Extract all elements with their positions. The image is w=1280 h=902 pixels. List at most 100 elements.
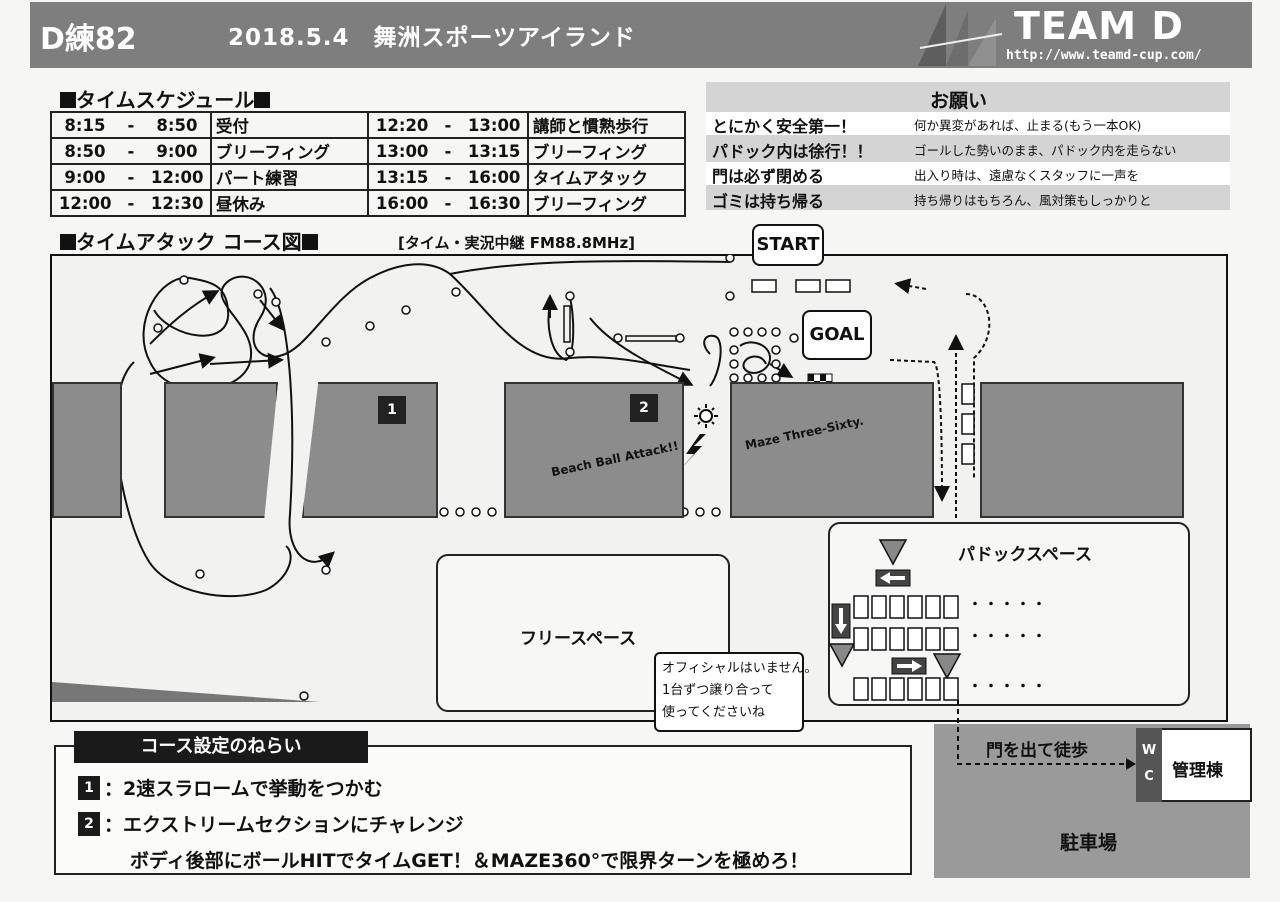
wc-icon: W C	[1136, 728, 1162, 802]
official-note-bubble: オフィシャルはいません。 1台ずつ譲り合って 使ってくださいね	[654, 652, 818, 732]
requests-title: お願い	[930, 90, 988, 112]
time-value: 12:00	[150, 167, 204, 187]
time-separator: -	[444, 167, 452, 187]
time-separator: -	[127, 141, 135, 161]
schedule-title: タイムスケジュール	[60, 84, 271, 113]
paddock-dots: ・・・・・	[968, 597, 1048, 613]
time-value: 9:00	[64, 167, 106, 187]
time-separator: -	[127, 193, 135, 213]
paddock-dots: ・・・・・	[968, 679, 1048, 695]
aims-title: コース設定のねらい	[74, 731, 368, 763]
wc-letter: W	[1141, 743, 1157, 758]
schedule-time: 8:15 - 8:50	[50, 111, 212, 139]
request-heading: パドック内は徐行！！	[712, 142, 873, 161]
time-value: 13:15	[375, 167, 429, 187]
schedule-time: 13:00-13:15	[366, 137, 529, 165]
course-block-1	[302, 382, 438, 518]
schedule-time: 9:00 -12:00	[50, 163, 212, 191]
square-icon	[60, 92, 76, 108]
aim-text-1: ：2速スラロームで挙動をつかむ	[104, 778, 383, 800]
time-value: 16:00	[375, 193, 429, 213]
time-value: 12:20	[375, 115, 429, 135]
time-value: 8:15	[64, 115, 106, 135]
request-row: パドック内は徐行！！ ゴールした勢いのまま、パドック内を走らない	[706, 137, 1230, 161]
square-icon	[254, 92, 271, 108]
slow-sign-icon	[932, 653, 962, 680]
aims-box	[54, 745, 912, 875]
event-code: D練82	[40, 22, 137, 57]
right-arrow-sign-icon	[891, 657, 927, 675]
request-detail: 何か異変があれば、止まる(もう一本OK)	[914, 118, 1142, 133]
schedule-item: 昼休み	[209, 189, 369, 217]
schedule-item: 受付	[209, 111, 369, 139]
walk-label: 門を出て徒歩	[986, 741, 1088, 761]
course-block	[164, 382, 278, 518]
aim-text-extra: ボディ後部にボールHITでタイムGET！＆MAZE360°で限界ターンを極めろ！	[130, 850, 809, 872]
schedule-item: ブリーフィング	[526, 189, 687, 217]
aim-text-2: ：エクストリームセクションにチャレンジ	[104, 814, 464, 836]
admin-label: 管理棟	[1172, 761, 1223, 781]
slow-sign-icon	[828, 643, 856, 668]
time-separator: -	[444, 141, 452, 161]
time-value: 9:00	[156, 141, 198, 161]
schedule-item: パート練習	[209, 163, 369, 191]
ball-burst-icon	[694, 404, 718, 428]
schedule-time: 12:20-13:00	[366, 111, 529, 139]
lightning-icon	[678, 434, 706, 472]
aim-number-2: 2	[78, 812, 100, 836]
time-value: 8:50	[156, 115, 198, 135]
course-block-maze	[730, 382, 934, 518]
course-title: タイムアタック コース図	[60, 226, 318, 255]
request-detail: 持ち帰りはもちろん、風対策もしっかりと	[914, 193, 1152, 208]
goal-marker: GOAL	[802, 310, 872, 360]
time-value: 8:50	[64, 141, 106, 161]
request-heading: とにかく安全第一！	[712, 117, 857, 136]
time-value: 16:30	[467, 193, 521, 213]
section-badge-2: 2	[630, 394, 658, 422]
request-row: とにかく安全第一！ 何か異変があれば、止まる(もう一本OK)	[706, 112, 1230, 136]
square-icon	[60, 234, 76, 250]
course-block	[980, 382, 1184, 518]
parking-slots	[853, 595, 959, 701]
time-value: 16:00	[467, 167, 521, 187]
request-heading: 門は必ず閉める	[712, 167, 825, 186]
walk-route	[957, 700, 1136, 770]
schedule-time: 16:00-16:30	[366, 189, 529, 217]
section-badge-1: 1	[378, 396, 406, 424]
schedule-time: 13:15-16:00	[366, 163, 529, 191]
schedule-time: 8:50 - 9:00	[50, 137, 212, 165]
note-line: 使ってくださいね	[662, 705, 765, 720]
request-detail: ゴールした勢いのまま、パドック内を走らない	[914, 143, 1177, 158]
schedule-time: 12:00-12:30	[50, 189, 212, 217]
team-url[interactable]: http://www.teamd-cup.com/	[1006, 48, 1202, 63]
event-date-venue: 2018.5.4 舞洲スポーツアイランド	[228, 25, 636, 51]
request-detail: 出入り時は、遠慮なくスタッフに一声を	[914, 168, 1140, 183]
time-value: 13:00	[375, 141, 429, 161]
course-block	[52, 382, 122, 518]
request-heading: ゴミは持ち帰る	[712, 192, 825, 211]
time-value: 12:00	[58, 193, 112, 213]
time-value: 13:00	[467, 115, 521, 135]
team-name: TEAM D	[1014, 4, 1184, 48]
time-value: 13:15	[467, 141, 521, 161]
time-separator: -	[127, 167, 135, 187]
header-bar	[30, 2, 1252, 68]
start-marker: START	[752, 224, 824, 266]
parking-label: 駐車場	[1060, 832, 1118, 854]
wc-letter: C	[1144, 769, 1154, 784]
request-row: ゴミは持ち帰る 持ち帰りはもちろん、風対策もしっかりと	[706, 187, 1230, 211]
note-line: オフィシャルはいません。	[662, 661, 818, 676]
time-separator: -	[444, 193, 452, 213]
note-line: 1台ずつ譲り合って	[662, 683, 774, 698]
time-separator: -	[127, 115, 135, 135]
paddock-diagram	[828, 539, 962, 701]
left-arrow-sign-icon	[875, 569, 911, 587]
team-logo	[918, 4, 1003, 66]
time-separator: -	[444, 115, 452, 135]
free-space-label: フリースペース	[520, 629, 637, 649]
